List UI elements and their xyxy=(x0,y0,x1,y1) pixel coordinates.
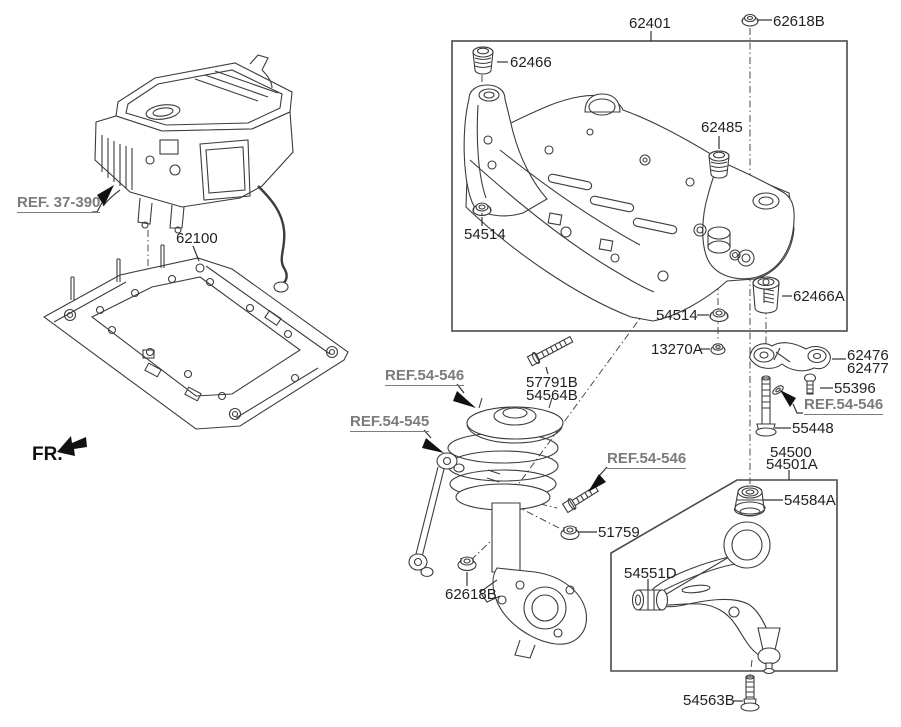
part-label-54500[interactable]: 54500 xyxy=(770,444,812,461)
part-label-62401[interactable]: 62401 xyxy=(629,15,671,32)
part-label-54551D[interactable]: 54551D xyxy=(624,565,677,582)
lower-arm-frame-box xyxy=(610,479,838,672)
strut-assembly-drawing xyxy=(447,397,587,659)
part-label-55396[interactable]: 55396 xyxy=(834,380,876,397)
bolt-55448-drawing xyxy=(755,375,777,437)
nut-13270A xyxy=(710,343,726,356)
part-label-62466A[interactable]: 62466A xyxy=(793,288,845,305)
part-label-62618B-top[interactable]: 62618B xyxy=(773,13,825,30)
part-label-54563B[interactable]: 54563B xyxy=(683,692,735,709)
ball-joint-drawing xyxy=(757,627,781,675)
bushing-62485-drawing xyxy=(708,150,730,179)
part-label-54501A[interactable]: 54501A xyxy=(766,456,818,473)
nut-54514-right xyxy=(709,308,729,323)
part-label-62618B-bottom[interactable]: 62618B xyxy=(445,586,497,603)
part-label-54514-right[interactable]: 54514 xyxy=(656,307,698,324)
front-direction-label: FR. xyxy=(32,444,63,465)
part-label-13270A[interactable]: 13270A xyxy=(651,341,703,358)
power-module-drawing xyxy=(94,54,294,293)
ref-label-54-546-strut[interactable]: REF.54-546 xyxy=(385,367,465,386)
bushing-62466-drawing xyxy=(472,46,494,75)
stay-arm-62476-drawing xyxy=(749,342,831,372)
part-label-62100[interactable]: 62100 xyxy=(176,230,218,247)
clip-ref54546-drawing xyxy=(772,385,784,395)
part-label-54514-left[interactable]: 54514 xyxy=(464,226,506,243)
bolt-57791B-drawing xyxy=(526,335,574,367)
bushing-62466A-drawing xyxy=(752,276,780,314)
ref-label-54-546-bolt[interactable]: REF.54-546 xyxy=(607,450,687,469)
lower-arm-54500-drawing xyxy=(631,521,781,675)
bushing-54584A-drawing xyxy=(733,485,766,517)
part-label-62485[interactable]: 62485 xyxy=(701,119,743,136)
crossmember-frame-box xyxy=(451,40,848,332)
screw-55396-drawing xyxy=(803,373,817,395)
part-label-51759[interactable]: 51759 xyxy=(598,524,640,541)
nut-51759 xyxy=(560,525,580,541)
part-label-62466[interactable]: 62466 xyxy=(510,54,552,71)
nut-62618B-bottom xyxy=(457,556,477,572)
front-direction-arrow-icon xyxy=(57,436,87,456)
subframe-62100-drawing xyxy=(42,244,349,430)
part-label-54584A[interactable]: 54584A xyxy=(784,492,836,509)
part-label-62477[interactable]: 62477 xyxy=(847,360,889,377)
part-label-57791B[interactable]: 57791B xyxy=(526,374,578,391)
bolt-54563B-drawing xyxy=(740,674,760,712)
part-label-55448[interactable]: 55448 xyxy=(792,420,834,437)
ref-label-37-390[interactable]: REF. 37-390 xyxy=(17,194,101,213)
ref-label-54-546-right[interactable]: REF.54-546 xyxy=(804,396,884,415)
bolt-ref54546-drawing xyxy=(561,485,599,514)
bushing-54551D-drawing xyxy=(631,589,669,611)
nut-62618B-top xyxy=(741,13,759,27)
crossmember-62401-drawing xyxy=(463,84,795,322)
part-label-54564B[interactable]: 54564B xyxy=(526,387,578,404)
part-label-62476[interactable]: 62476 xyxy=(847,347,889,364)
ref-label-54-545[interactable]: REF.54-545 xyxy=(350,413,430,432)
stabilizer-link-drawing xyxy=(408,452,465,578)
leader-lines xyxy=(192,19,846,702)
nut-54514-left xyxy=(472,202,492,217)
